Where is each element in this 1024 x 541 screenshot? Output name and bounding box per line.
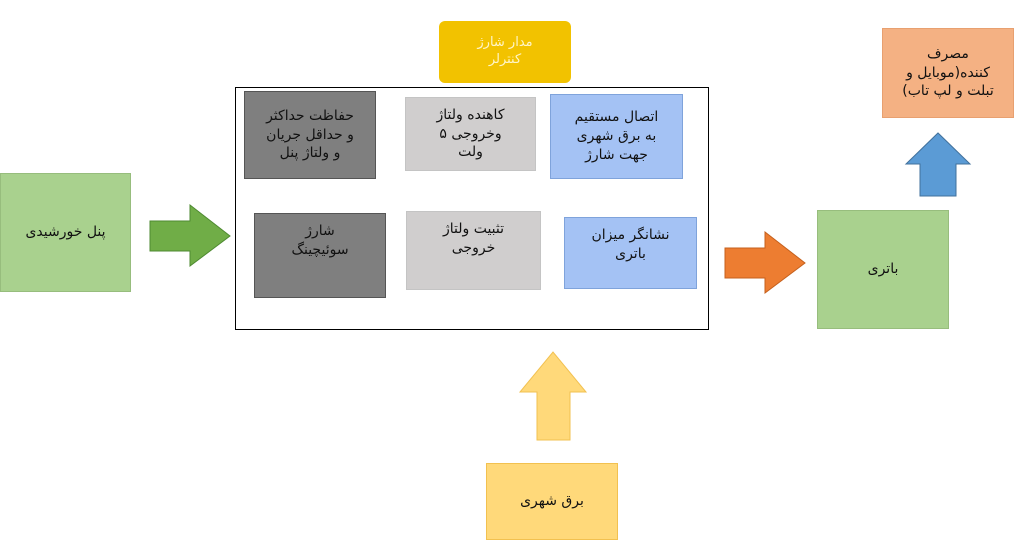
module-direct-connect: اتصال مستقیم به برق شهری جهت شارژ [550,94,683,179]
module-battery-level-indicator: نشانگر میزان باتری [564,217,697,289]
module-switching-charge: شارژ سوئیچینگ [254,213,386,298]
solar-panel-box: پنل خورشیدی [0,173,131,292]
city-power-box: برق شهری [486,463,618,540]
module-protection: حفاظت حداکثر و حداقل جریان و ولتاژ پنل [244,91,376,179]
arrow-up-battery-to-consumer [904,132,972,197]
consumer-box: مصرف کننده(موبایل و تبلت و لپ تاب) [882,28,1014,118]
controller-title: مدار شارژ کنترلر [439,21,571,83]
arrow-right-solar-to-controller [149,203,231,267]
battery-box: باتری [817,210,949,329]
module-voltage-stabilizer: تثبیت ولتاژ خروجی [406,211,541,290]
charge-controller-frame [235,87,709,330]
arrow-right-controller-to-battery [724,230,806,294]
module-step-down: کاهنده ولتاژ وخروجی ۵ ولت [405,97,536,171]
arrow-up-city-power-to-controller [518,351,588,441]
